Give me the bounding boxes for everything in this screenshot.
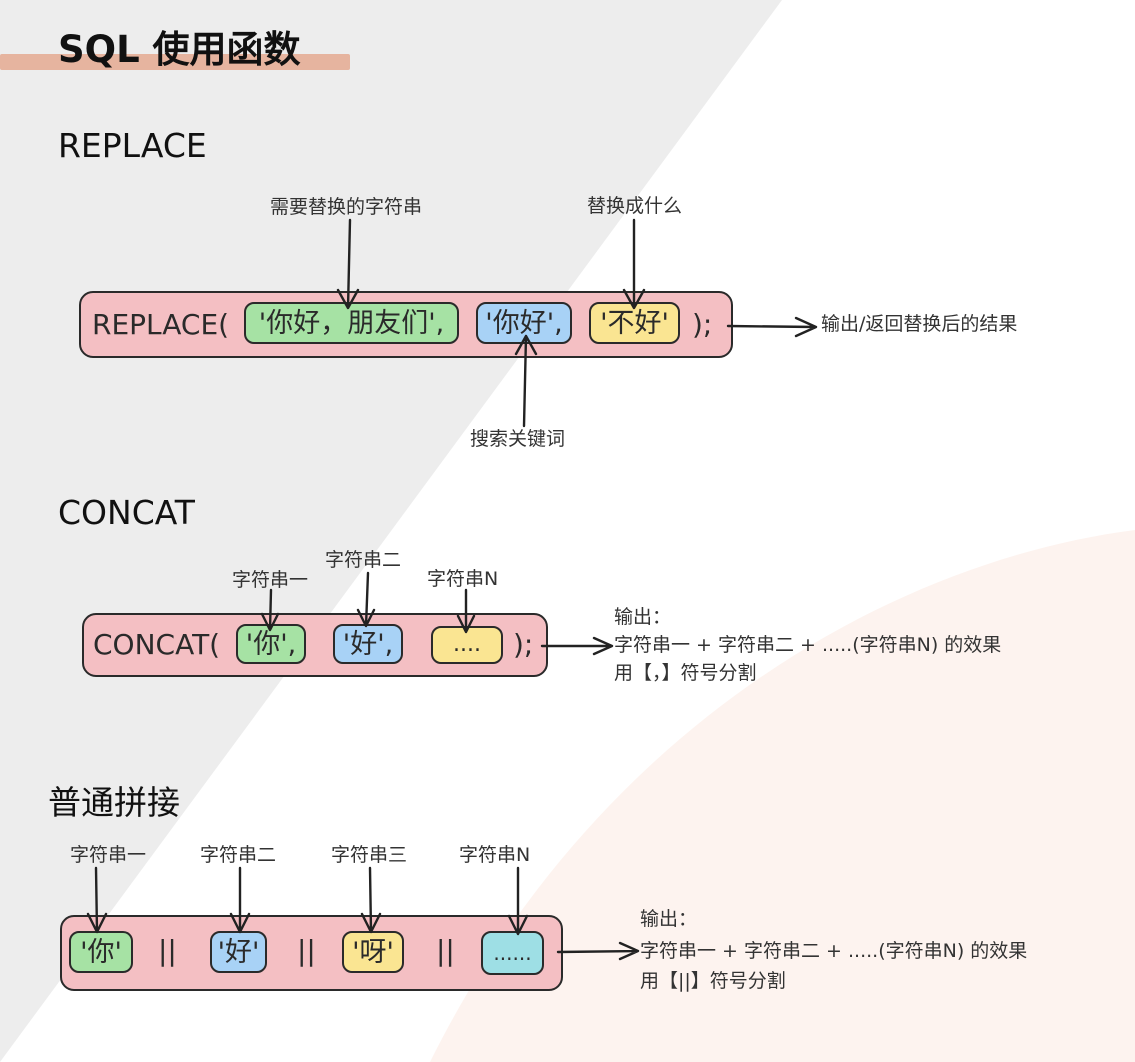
- arrow-concat-string-n: [456, 588, 476, 634]
- section-heading-pipe-concat: 普通拼接: [48, 783, 180, 822]
- pipe-operator-1: ||: [158, 934, 177, 967]
- pipe-chip-3-text: '呀': [352, 936, 394, 968]
- concat-arg-1: '你',: [236, 624, 306, 664]
- replace-arg-search: '你好',: [476, 302, 572, 344]
- section-heading-concat: CONCAT: [58, 493, 195, 532]
- label-search-keyword: 搜索关键词: [470, 428, 566, 450]
- pipe-chip-1: '你': [69, 931, 133, 973]
- concat-arg-2-text: '好',: [342, 628, 394, 660]
- pipe-operator-3: ||: [436, 934, 455, 967]
- concat-output-line2: 用【，】符号分割: [614, 662, 757, 684]
- arrow-pipe-string-3: [360, 866, 382, 934]
- pipe-operator-2: ||: [297, 934, 316, 967]
- pipe-label-string-n: 字符串N: [459, 844, 531, 866]
- arrow-from-search-keyword: [514, 334, 538, 428]
- pipe-label-string-2: 字符串二: [200, 844, 277, 866]
- replace-arg-source-text: '你好，朋友们',: [258, 307, 445, 339]
- arrow-pipe-string-n: [507, 866, 529, 936]
- concat-output-title: 输出：: [614, 606, 672, 628]
- arrow-to-source-string: [336, 218, 360, 310]
- pipe-chip-n-text: ......: [493, 941, 532, 965]
- arrow-concat-string-2: [356, 571, 376, 628]
- pipe-output-line2: 用【||】符号分割: [640, 970, 786, 992]
- replace-arg-search-text: '你好',: [485, 307, 563, 339]
- concat-arg-2: '好',: [333, 624, 403, 664]
- replace-arg-source: '你好，朋友们',: [244, 302, 459, 344]
- pipe-output-line1: 字符串一 + 字符串二 + .....(字符串N) 的效果: [640, 940, 1028, 962]
- pipe-chip-3: '呀': [342, 931, 404, 973]
- arrow-pipe-string-2: [229, 866, 251, 934]
- label-source-string: 需要替换的字符串: [270, 196, 423, 218]
- concat-func-name: CONCAT(: [93, 628, 221, 661]
- concat-label-string-1: 字符串一: [232, 569, 309, 591]
- pipe-chip-n: ......: [481, 931, 544, 975]
- page-title: SQL 使用函数: [58, 28, 301, 71]
- pipe-chip-1-text: '你': [80, 936, 122, 968]
- replace-output-text: 输出/返回替换后的结果: [821, 313, 1018, 335]
- pipe-label-string-1: 字符串一: [70, 844, 147, 866]
- background-grey-wedge: [0, 0, 782, 1062]
- replace-func-name: REPLACE(: [92, 308, 230, 341]
- arrow-concat-string-1: [260, 588, 280, 632]
- arrow-pipe-string-1: [86, 866, 108, 934]
- concat-arg-n-text: ....: [453, 632, 481, 657]
- pipe-chip-2: '好': [210, 931, 267, 973]
- replace-arg-replacement-text: '不好': [600, 307, 669, 339]
- pipe-chip-2-text: '好': [217, 936, 260, 968]
- concat-label-string-2: 字符串二: [325, 549, 402, 571]
- pipe-label-string-3: 字符串三: [331, 844, 408, 866]
- section-heading-replace: REPLACE: [58, 126, 207, 165]
- arrow-pipe-output: [556, 941, 640, 961]
- concat-close-paren: );: [513, 628, 534, 661]
- pipe-output-title: 输出：: [640, 908, 698, 930]
- arrow-concat-output: [540, 636, 614, 656]
- concat-output-line1: 字符串一 + 字符串二 + .....(字符串N) 的效果: [614, 634, 1002, 656]
- pipe-expression-pill: [60, 915, 563, 991]
- arrow-replace-output: [726, 316, 818, 338]
- replace-close-paren: );: [692, 308, 713, 341]
- concat-label-string-n: 字符串N: [427, 568, 499, 590]
- background-peach-blob: [430, 530, 1135, 1062]
- arrow-to-replacement: [622, 218, 646, 310]
- label-replace-with: 替换成什么: [587, 195, 683, 217]
- title-underline: [0, 54, 350, 70]
- concat-arg-1-text: '你',: [245, 628, 297, 660]
